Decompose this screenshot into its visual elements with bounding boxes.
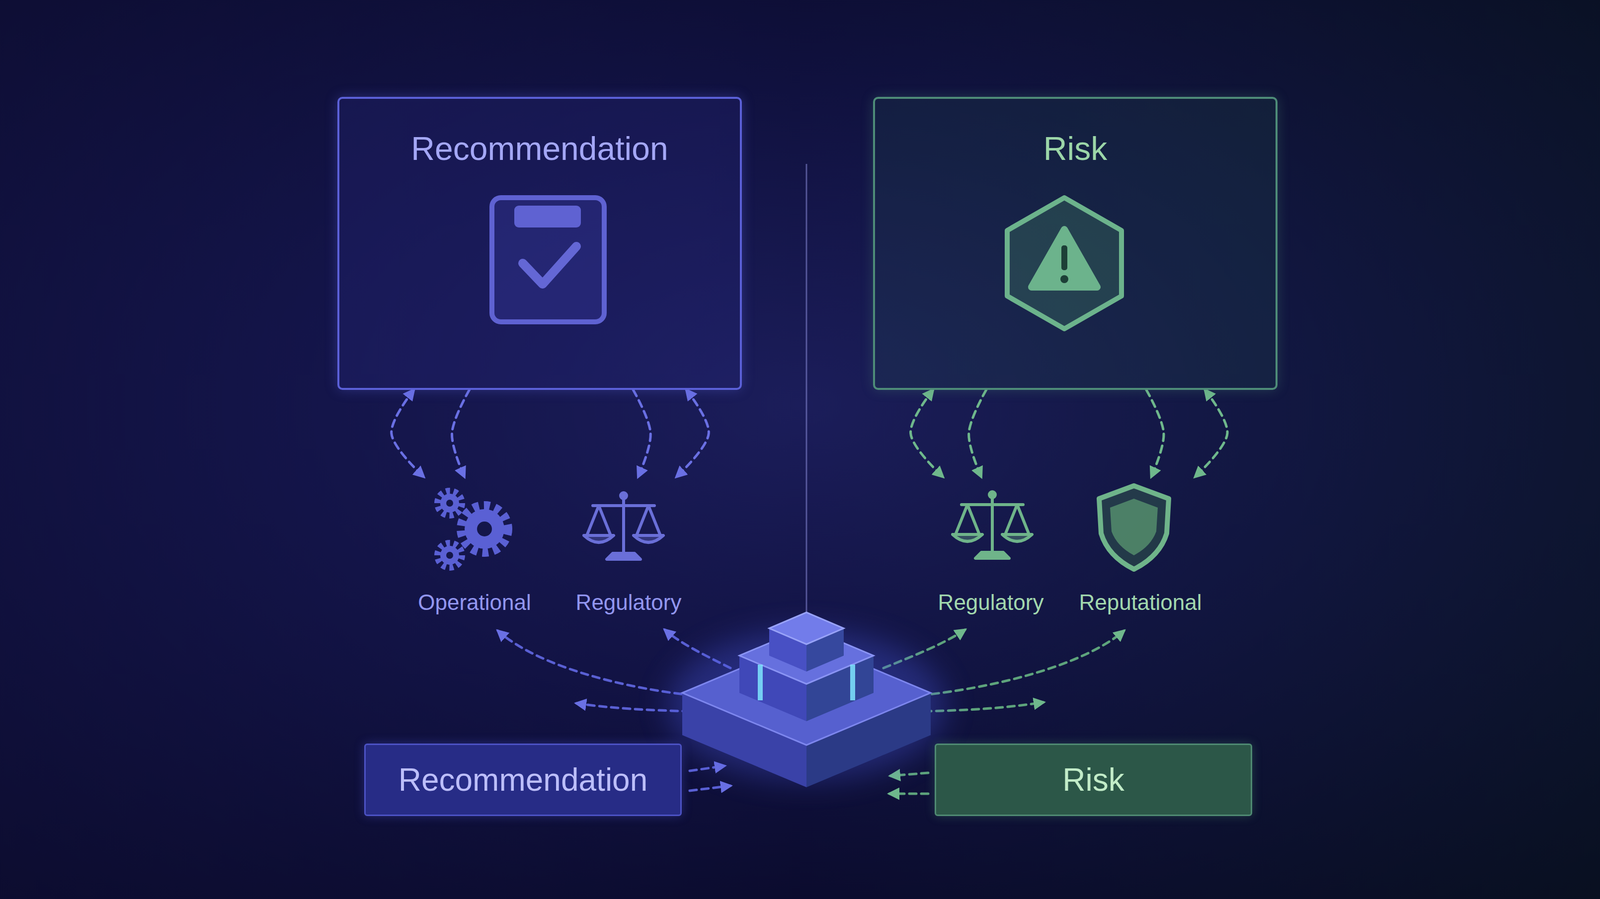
dashed-connector [1146, 390, 1228, 478]
label-chip: Recommendation [364, 743, 682, 817]
category-item: Operational [410, 477, 538, 620]
category-item: Regulatory [931, 477, 1051, 620]
connector-path [1146, 390, 1164, 478]
gears-icon [437, 491, 508, 568]
connector-path [910, 390, 944, 478]
connector-path [633, 390, 651, 478]
connector-path [451, 390, 470, 478]
stacked-cube [667, 612, 946, 788]
panel-box: Risk [873, 96, 1278, 391]
node-label: Risk [1062, 761, 1124, 799]
label-chip: Risk [934, 743, 1253, 817]
divider-line [805, 163, 808, 627]
node-label: Reputational [1078, 590, 1202, 616]
node-label: Operational [417, 590, 531, 616]
node-label: Risk [875, 129, 1276, 168]
node-label: Regulatory [575, 590, 682, 616]
dashed-connector [910, 390, 987, 478]
node-label: Regulatory [938, 590, 1044, 616]
connector-path [676, 390, 709, 478]
scales-icon [952, 491, 1033, 559]
dashed-connector [633, 390, 709, 478]
dashed-connector [391, 390, 470, 478]
shield-icon [1099, 485, 1169, 570]
panel-box: Recommendation [337, 96, 742, 391]
category-item: Reputational [1071, 477, 1209, 620]
connector-path [1195, 390, 1228, 478]
connector-path [968, 390, 987, 478]
scales-icon [583, 492, 664, 560]
connector-path [391, 390, 424, 478]
node-label: Recommendation [398, 761, 648, 799]
node-label: Recommendation [339, 129, 740, 168]
category-item: Regulatory [568, 477, 689, 620]
